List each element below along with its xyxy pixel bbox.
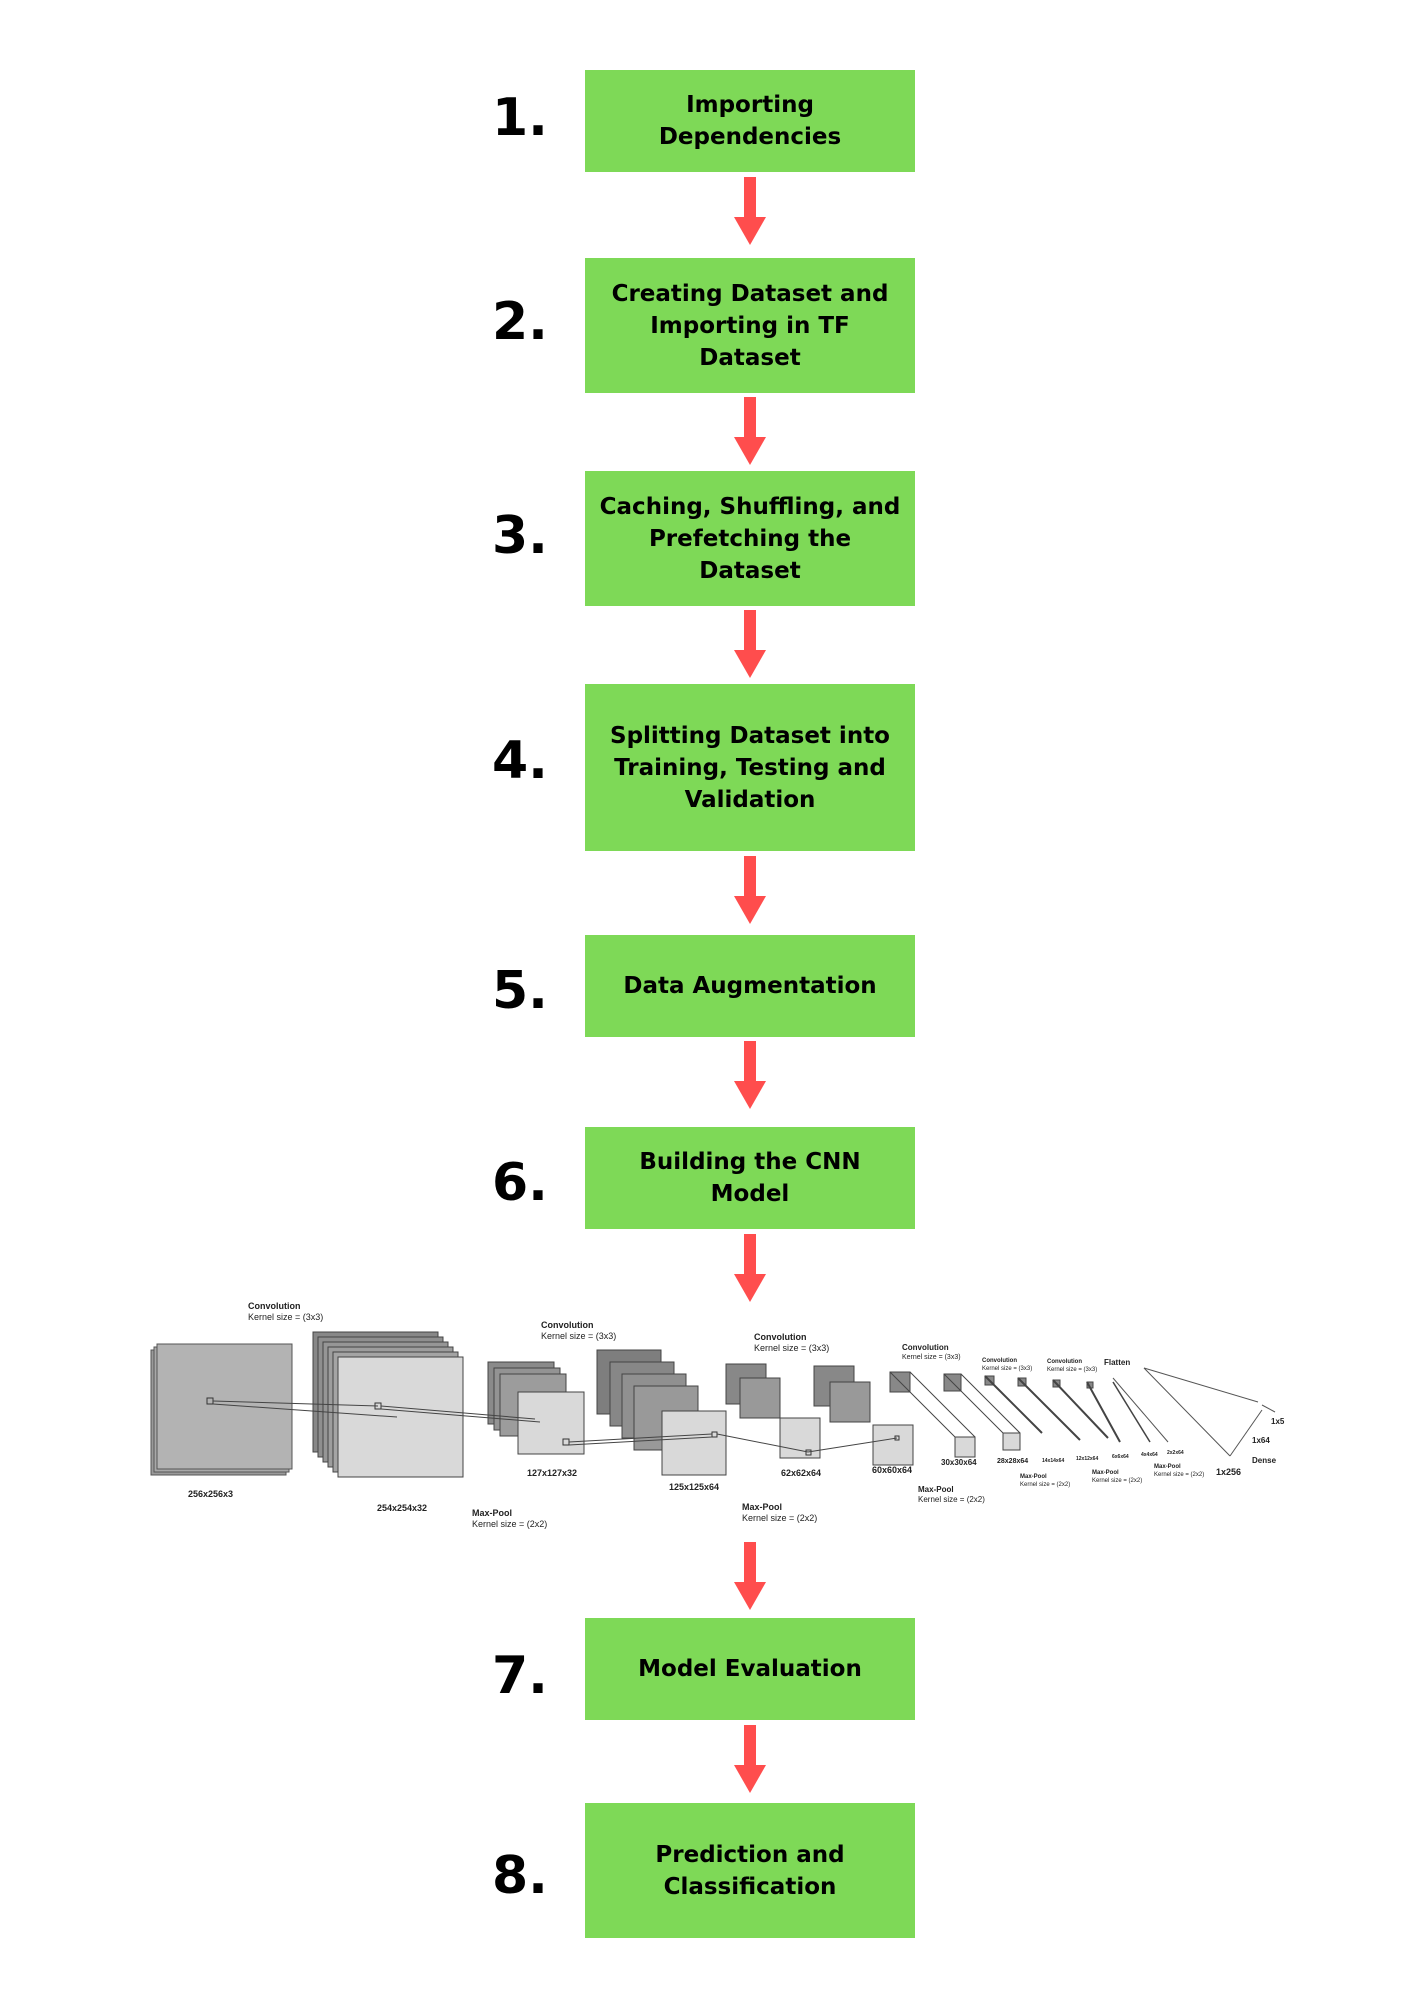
conv4-block (943, 1373, 1021, 1451)
dim-label: 125x125x64 (669, 1482, 719, 1492)
step-number-4: 4. (492, 731, 548, 791)
pool3-block (889, 1371, 976, 1458)
dim-label: 1x64 (1252, 1436, 1270, 1445)
conv-kernel-label: Kernel size = (3x3) (248, 1312, 323, 1322)
step-box-data-augmentation: Data Augmentation (585, 935, 915, 1037)
step-label: Importing Dependencies (658, 92, 842, 150)
step-box-prediction: Prediction and Classification (585, 1803, 915, 1938)
down-arrow-icon (734, 610, 766, 678)
down-arrow-icon (734, 1542, 766, 1610)
pool2-block (725, 1363, 821, 1459)
step-box-caching-shuffling: Caching, Shuffling, and Prefetching the … (585, 471, 915, 606)
dim-label: 1x256 (1216, 1467, 1241, 1477)
step-box-model-evaluation: Model Evaluation (585, 1618, 915, 1720)
down-arrow-icon (734, 1041, 766, 1109)
flatten-label: Flatten (1104, 1358, 1130, 1367)
pool-label: Max-Pool (472, 1508, 512, 1518)
dim-label: 12x12x64 (1076, 1456, 1098, 1462)
down-arrow-icon (734, 397, 766, 465)
step-label: Building the CNN Model (639, 1149, 861, 1207)
pool-label: Max-Pool (918, 1485, 954, 1494)
input-layer-block (150, 1343, 293, 1476)
pool-label: Max-Pool (1020, 1474, 1047, 1480)
dim-label: 14x14x64 (1042, 1458, 1064, 1464)
step-box-splitting-dataset: Splitting Dataset into Training, Testing… (585, 684, 915, 851)
conv-kernel-label: Kernel size = (3x3) (902, 1354, 961, 1361)
flatten-dense-block (1112, 1367, 1276, 1457)
step-number-8: 8. (492, 1846, 548, 1906)
pool-kernel-label: Kernel size = (2x2) (1092, 1478, 1142, 1484)
pool-kernel-label: Kernel size = (2x2) (1020, 1482, 1070, 1488)
conv-label: Convolution (248, 1301, 301, 1311)
dim-label: 62x62x64 (781, 1468, 821, 1478)
step-number-6: 6. (492, 1153, 548, 1213)
step-number-2: 2. (492, 292, 548, 352)
conv-kernel-label: Kernel size = (3x3) (541, 1331, 616, 1341)
dim-label: 4x4x64 (1141, 1452, 1158, 1458)
conv-label: Convolution (541, 1320, 594, 1330)
pool-label: Max-Pool (1154, 1464, 1181, 1470)
conv-label: Convolution (1047, 1359, 1082, 1365)
dim-label: 256x256x3 (188, 1489, 233, 1499)
pool1-block (487, 1361, 585, 1455)
conv1-block (312, 1331, 464, 1478)
dim-label: 2x2x64 (1167, 1450, 1184, 1456)
cnn-architecture-diagram: Convolution Kernel size = (3x3) Convolut… (150, 1301, 1285, 1529)
step-label: Data Augmentation (623, 973, 877, 999)
dim-label: 60x60x64 (872, 1465, 912, 1475)
conv2-block (596, 1349, 727, 1476)
pool-kernel-label: Kernel size = (2x2) (1154, 1472, 1204, 1478)
dim-label: 1x5 (1271, 1417, 1285, 1426)
conv-kernel-label: Kernel size = (3x3) (982, 1366, 1032, 1372)
pool-kernel-label: Kernel size = (2x2) (918, 1495, 985, 1504)
step-box-creating-dataset: Creating Dataset and Importing in TF Dat… (585, 258, 915, 393)
step-number-7: 7. (492, 1646, 548, 1706)
conv-kernel-label: Kernel size = (3x3) (754, 1343, 829, 1353)
step-box-importing-dependencies: Importing Dependencies (585, 70, 915, 172)
step-box-building-cnn: Building the CNN Model (585, 1127, 915, 1229)
down-arrow-icon (734, 856, 766, 924)
step-number-1: 1. (492, 88, 548, 148)
conv-label: Convolution (982, 1358, 1017, 1364)
step-label: Caching, Shuffling, and Prefetching the … (599, 493, 901, 584)
conv-label: Convolution (902, 1343, 949, 1352)
down-arrow-icon (734, 177, 766, 245)
step-number-5: 5. (492, 961, 548, 1021)
dim-label: 6x6x64 (1112, 1454, 1129, 1460)
projection-lines (212, 1400, 898, 1453)
conv-kernel-label: Kernel size = (3x3) (1047, 1367, 1097, 1373)
dense-label: Dense (1252, 1456, 1277, 1465)
dim-label: 28x28x64 (997, 1458, 1028, 1465)
conv-pool-tail-blocks (984, 1375, 1151, 1443)
pool-label: Max-Pool (742, 1502, 782, 1512)
down-arrow-icon (734, 1234, 766, 1302)
pool-kernel-label: Kernel size = (2x2) (742, 1513, 817, 1523)
conv3-block (813, 1365, 914, 1466)
pool-kernel-label: Kernel size = (2x2) (472, 1519, 547, 1529)
step-label: Creating Dataset and Importing in TF Dat… (611, 280, 889, 371)
step-label: Prediction and Classification (655, 1841, 845, 1900)
step-number-3: 3. (492, 506, 548, 566)
conv-label: Convolution (754, 1332, 807, 1342)
dim-label: 30x30x64 (941, 1458, 977, 1467)
step-label: Model Evaluation (638, 1656, 862, 1682)
dim-label: 254x254x32 (377, 1503, 427, 1513)
pool-label: Max-Pool (1092, 1470, 1119, 1476)
dim-label: 127x127x32 (527, 1468, 577, 1478)
down-arrow-icon (734, 1725, 766, 1793)
step-label: Splitting Dataset into Training, Testing… (610, 722, 890, 813)
